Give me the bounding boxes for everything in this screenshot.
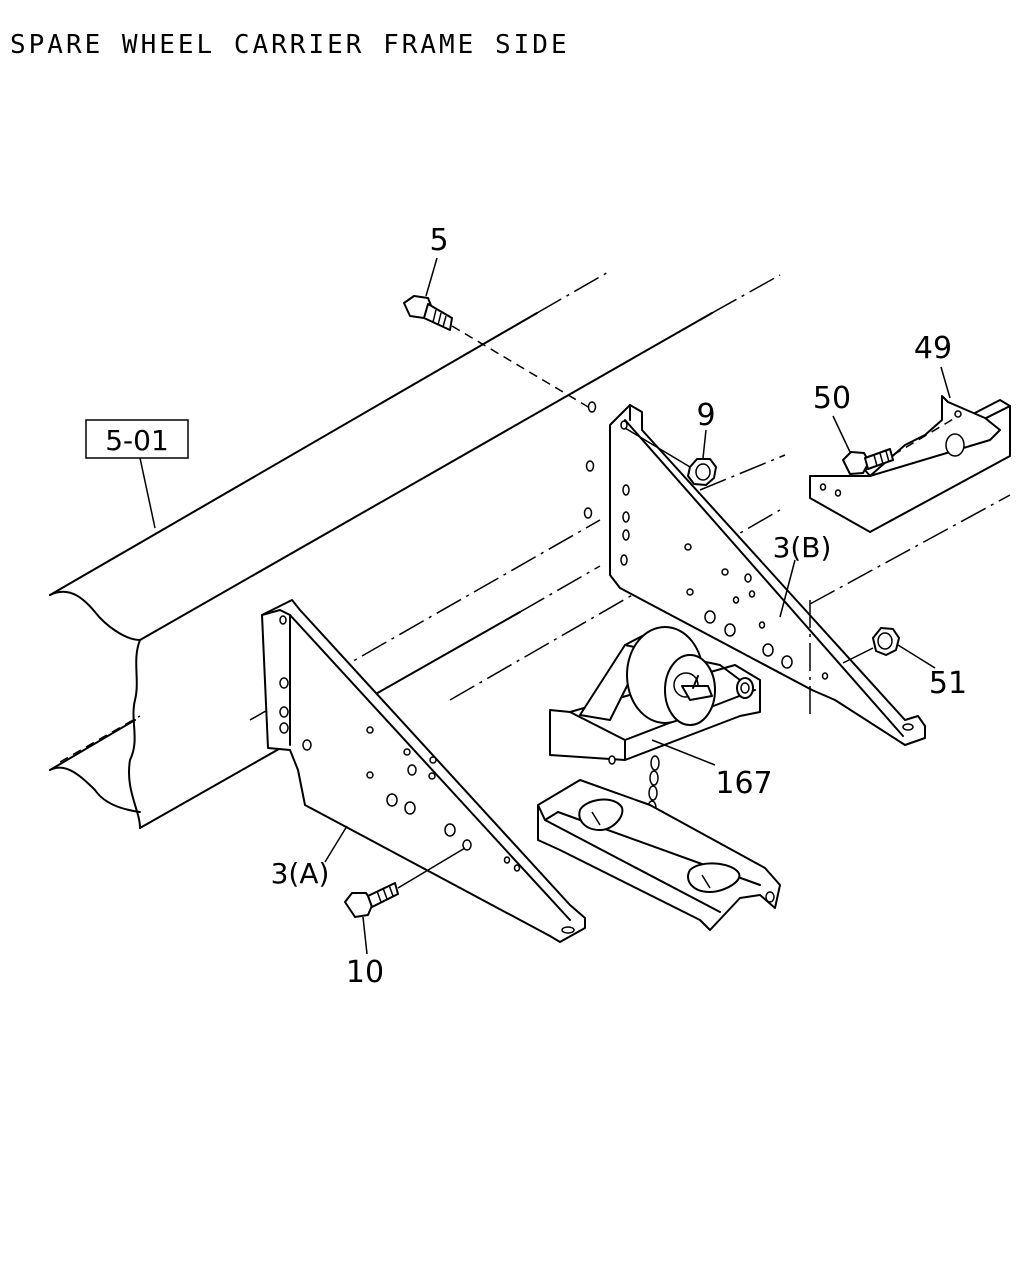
callout-167: 167: [715, 766, 772, 801]
nut-9: 9: [624, 398, 717, 486]
nut-51: 51: [842, 627, 967, 701]
bolt-50: 50: [813, 381, 956, 475]
reference-box-label: 5-01: [105, 424, 169, 457]
winch-assembly-167: 167: [549, 626, 773, 856]
reference-box: 5-01: [85, 419, 189, 529]
callout-51: 51: [929, 666, 967, 701]
bolt-10: 10: [344, 847, 466, 990]
callout-9: 9: [696, 398, 715, 433]
callout-10: 10: [346, 955, 384, 990]
bracket-49: 49: [809, 331, 1011, 533]
callout-3b: 3(B): [773, 531, 832, 564]
callout-3a: 3(A): [271, 857, 330, 890]
bolt-5: 5: [403, 223, 597, 413]
callout-49: 49: [914, 331, 952, 366]
frame-rail: [49, 270, 781, 829]
bracket-3a: 3(A): [261, 599, 586, 943]
carrier-tray: [537, 779, 781, 931]
bracket-3b: 3(B): [609, 404, 926, 746]
callout-50: 50: [813, 381, 851, 416]
callout-5: 5: [429, 223, 448, 258]
page-title: SPARE WHEEL CARRIER FRAME SIDE: [10, 30, 570, 60]
